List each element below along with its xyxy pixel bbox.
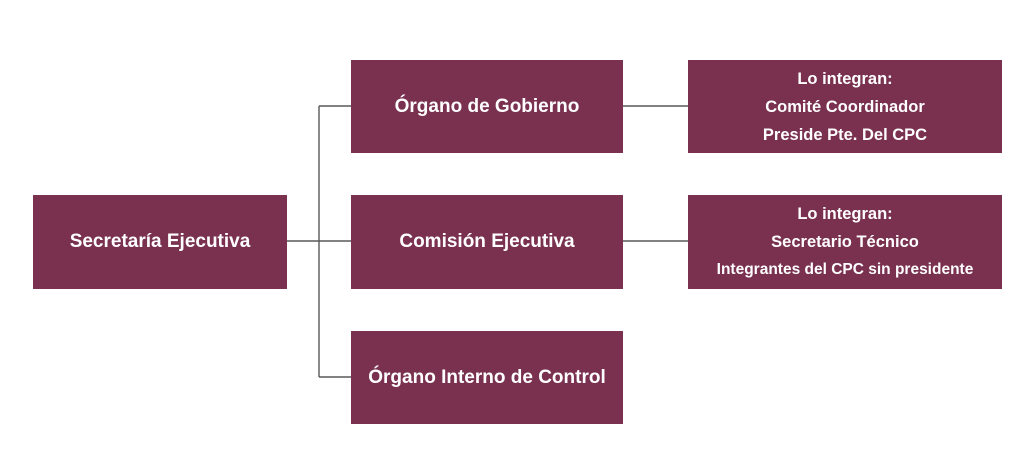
detail-line: Secretario Técnico <box>771 233 919 251</box>
detail-line: Integrantes del CPC sin presidente <box>716 261 974 278</box>
branch-node-organo-interno-control: Órgano Interno de Control <box>351 331 623 424</box>
detail-node-comision-ejecutiva: Lo integran: Secretario Técnico Integran… <box>688 195 1002 289</box>
detail-line: Lo integran: <box>797 69 893 88</box>
detail-line: Lo integran: <box>797 205 893 223</box>
branch-node-label: Órgano Interno de Control <box>368 366 606 388</box>
branch-node-label: Órgano de Gobierno <box>394 95 580 117</box>
detail-node-organo-gobierno: Lo integran: Comité Coordinador Preside … <box>688 60 1002 153</box>
root-node-label: Secretaría Ejecutiva <box>69 231 251 252</box>
root-node-secretaria-ejecutiva: Secretaría Ejecutiva <box>33 195 287 289</box>
detail-line: Comité Coordinador <box>765 97 925 116</box>
branch-node-comision-ejecutiva: Comisión Ejecutiva <box>351 195 623 289</box>
branch-node-organo-gobierno: Órgano de Gobierno <box>351 60 623 153</box>
branch-node-label: Comisión Ejecutiva <box>399 231 575 252</box>
detail-line: Preside Pte. Del CPC <box>762 125 928 144</box>
